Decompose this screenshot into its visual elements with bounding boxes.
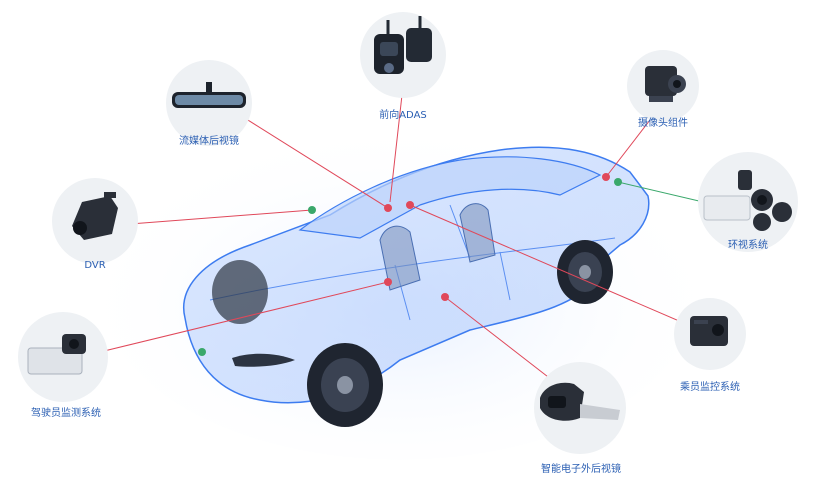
- label-streaming-mirror: 流媒体后视镜: [179, 136, 239, 147]
- car-seats: [379, 203, 496, 291]
- dvr-product-image: [52, 178, 138, 264]
- label-passenger-monitoring: 乘员监控系统: [680, 382, 740, 393]
- label-camera-module: 摄像头组件: [638, 118, 688, 129]
- car-side-line: [209, 237, 616, 301]
- label-dvr: DVR: [84, 260, 106, 271]
- headlight: [232, 353, 295, 367]
- label-driver-monitoring: 驾驶员监测系统: [31, 408, 101, 419]
- streaming-mirror-product-image: [166, 60, 252, 146]
- front-wheel: [307, 343, 383, 427]
- label-front-adas: 前向ADAS: [379, 110, 427, 121]
- rear-wheel: [557, 240, 613, 304]
- camera-module-product-image: [627, 50, 699, 122]
- hotspots: [198, 173, 622, 356]
- node-camera-module: 摄像头组件: [625, 50, 701, 130]
- node-passenger-monitoring: 乘员监控系统: [670, 298, 756, 394]
- node-dvr: DVR: [52, 178, 138, 278]
- connector-lines-red: [99, 94, 701, 381]
- node-driver-monitoring: 驾驶员监测系统: [18, 312, 114, 422]
- label-surround-view: 环视系统: [728, 240, 768, 251]
- label-smart-e-mirror: 智能电子外后视镜: [541, 464, 621, 475]
- node-streaming-mirror: 流媒体后视镜: [164, 60, 254, 160]
- inner-wheel: [212, 260, 268, 324]
- node-smart-e-mirror: 智能电子外后视镜: [526, 362, 636, 476]
- front-adas-product-image: [360, 12, 446, 98]
- driver-monitoring-product-image: [18, 312, 108, 402]
- passenger-monitoring-product-image: [674, 298, 746, 370]
- car-roof: [298, 156, 602, 239]
- node-surround-view: 环视系统: [698, 152, 802, 252]
- surround-view-product-image: [698, 152, 798, 252]
- node-front-adas: 前向ADAS: [360, 12, 446, 122]
- smart-e-mirror-product-image: [534, 362, 626, 454]
